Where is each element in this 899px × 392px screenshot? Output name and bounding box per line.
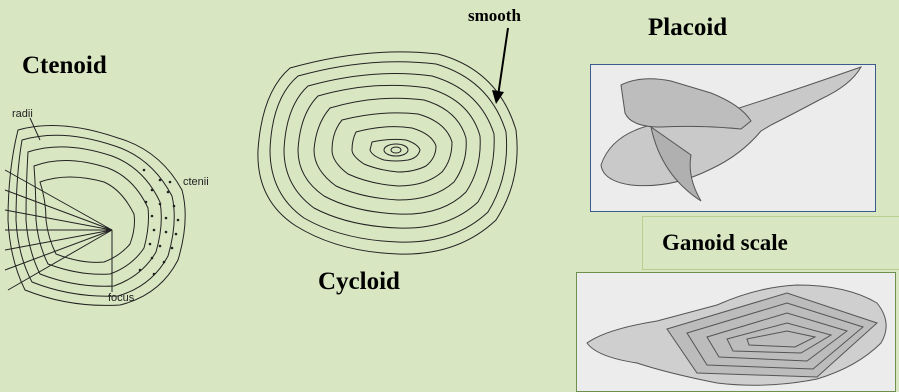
placoid-scale-drawing bbox=[591, 65, 875, 211]
cycloid-scale-drawing bbox=[248, 30, 538, 270]
ctenoid-title: Ctenoid bbox=[22, 52, 107, 80]
placoid-panel bbox=[590, 64, 876, 212]
ctenoid-scale-drawing bbox=[0, 110, 200, 340]
ganoid-title: Ganoid scale bbox=[662, 230, 788, 256]
ganoid-scale-drawing bbox=[577, 273, 895, 391]
ganoid-panel bbox=[576, 272, 896, 392]
cycloid-title: Cycloid bbox=[318, 268, 400, 296]
smooth-label: smooth bbox=[468, 6, 521, 26]
placoid-title: Placoid bbox=[648, 14, 727, 42]
